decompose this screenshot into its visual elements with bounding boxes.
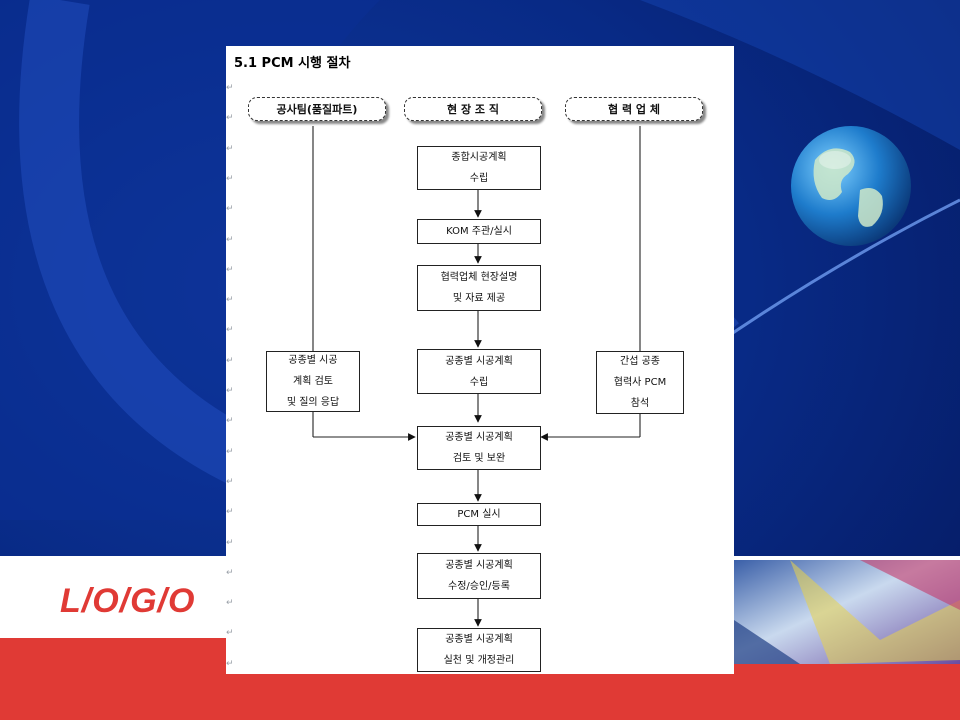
paragraph-mark: ↵: [226, 386, 234, 396]
center-step-line: 종합시공계획: [451, 152, 507, 163]
right-step-line: 참석: [630, 398, 650, 409]
paragraph-mark: ↵: [226, 507, 234, 518]
paragraph-mark: ↵: [226, 355, 234, 366]
globe-icon: [791, 126, 911, 246]
left-step-review: 공종별 시공 계획 검토 및 질의 응답: [266, 351, 360, 412]
document-page: 5.1 PCM 시행 절차 ↵ ↵ ↵ ↵ ↵ ↵ ↵ ↵ ↵ ↵ ↵ ↵ ↵ ↵ ↵ ↵ ↵ ↵ ↵ ↵ 공사팀(품…: [226, 46, 734, 674]
paragraph-mark: ↵: [226, 416, 234, 427]
paragraph-mark: ↵: [226, 658, 234, 669]
paragraph-mark: ↵: [226, 446, 234, 457]
center-step-line: KOM 주관/실시: [446, 226, 512, 237]
paragraph-mark: ↵: [226, 173, 234, 184]
center-step-line: 공종별 시공계획: [445, 560, 513, 571]
document-title: 5.1 PCM 시행 절차: [234, 56, 351, 71]
center-step-line: 검토 및 보완: [452, 453, 506, 464]
paragraph-mark: ↵: [226, 628, 234, 639]
right-step-line: 협력사 PCM: [613, 377, 667, 388]
logo-text: L/O/G/O: [60, 582, 196, 620]
paragraph-mark: ↵: [226, 598, 234, 609]
paragraph-mark: ↵: [226, 567, 234, 578]
paragraph-mark: ↵: [226, 113, 234, 124]
center-step-line: 수정/승인/등록: [448, 581, 510, 592]
paragraph-mark: ↵: [226, 264, 234, 275]
center-step-box: PCM 실시: [417, 503, 541, 526]
paragraph-mark: ↵: [226, 537, 234, 548]
center-step-line: 실천 및 개정관리: [443, 655, 515, 666]
center-step-line: 협력업체 현장설명: [440, 272, 518, 283]
header-site-organization: 현 장 조 직: [404, 97, 542, 121]
left-step-line: 공종별 시공: [288, 355, 338, 366]
paragraph-mark: ↵: [226, 83, 234, 93]
center-step-line: 수립: [469, 376, 489, 388]
header-partner-company: 협 력 업 체: [565, 97, 703, 121]
center-step-line: 공종별 시공계획: [445, 432, 513, 443]
flow-connectors: [312, 126, 641, 627]
right-step-line: 간섭 공종: [620, 356, 660, 367]
paragraph-mark: ↵: [226, 295, 234, 306]
paragraph-mark: ↵: [226, 325, 234, 336]
center-step-box: KOM 주관/실시: [417, 219, 541, 244]
right-step-pcm-attend: 간섭 공종 협력사 PCM 참석: [596, 351, 684, 414]
paragraph-mark: ↵: [226, 143, 234, 154]
paragraph-mark: ↵: [226, 204, 234, 215]
center-step-line: 공종별 시공계획: [445, 634, 513, 645]
left-step-line: 및 질의 응답: [286, 397, 340, 408]
paragraph-mark: ↵: [226, 476, 234, 487]
paragraph-mark: ↵: [226, 234, 234, 245]
center-step-line: 공종별 시공계획: [445, 355, 513, 367]
header-quality-team: 공사팀(품질파트): [248, 97, 386, 121]
center-step-line: 및 자료 제공: [452, 293, 506, 304]
center-step-line: 수립: [469, 173, 489, 184]
center-step-line: PCM 실시: [457, 509, 501, 520]
left-step-line: 계획 검토: [293, 376, 333, 387]
